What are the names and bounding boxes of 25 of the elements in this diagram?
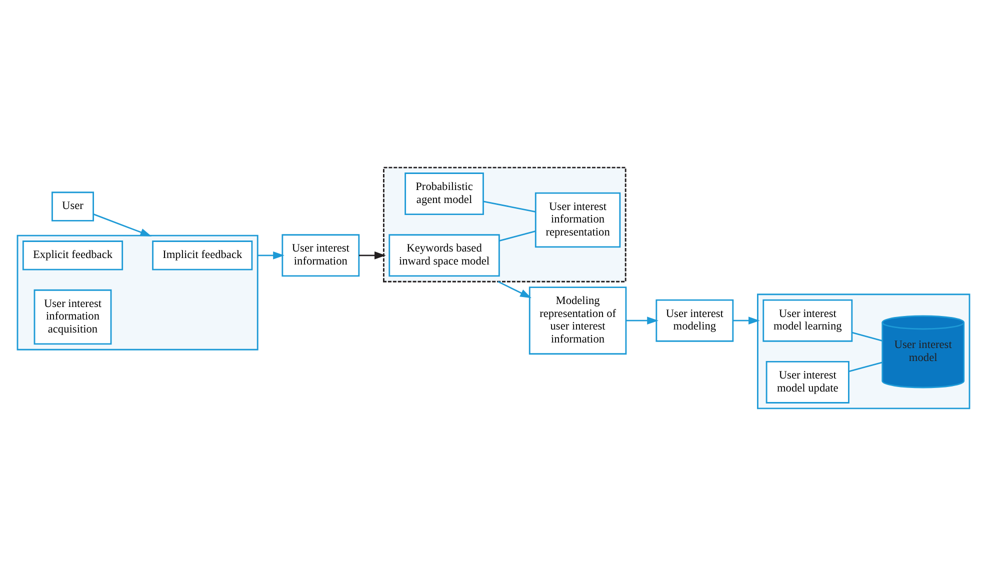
node-box: Keywords based inward space model <box>388 234 500 277</box>
node-box: Implicit feedback <box>152 240 252 270</box>
arrow <box>358 251 386 260</box>
arrow <box>732 316 760 325</box>
arrow <box>497 280 531 298</box>
node-box: Modeling representation of user interest information <box>528 286 626 355</box>
connector <box>851 332 882 342</box>
node-box: User interest modeling <box>655 299 734 342</box>
connector <box>848 362 882 372</box>
arrow <box>92 214 152 236</box>
node-box: User interest information acquisition <box>33 289 112 345</box>
cluster <box>756 294 970 410</box>
node-box: User interest information <box>281 234 360 277</box>
connector <box>498 230 536 242</box>
node-box: User interest model update <box>765 360 849 404</box>
node-box: User interest model learning <box>762 299 852 342</box>
cluster <box>16 234 258 350</box>
node-box: User <box>51 192 94 222</box>
arrow <box>257 251 284 260</box>
arrow <box>626 316 658 325</box>
connector <box>482 200 536 212</box>
node-box: Probabilistic agent model <box>404 172 484 216</box>
node-box: Explicit feedback <box>22 240 123 270</box>
cluster <box>382 166 626 282</box>
node-box: User interest information representation <box>534 192 620 248</box>
